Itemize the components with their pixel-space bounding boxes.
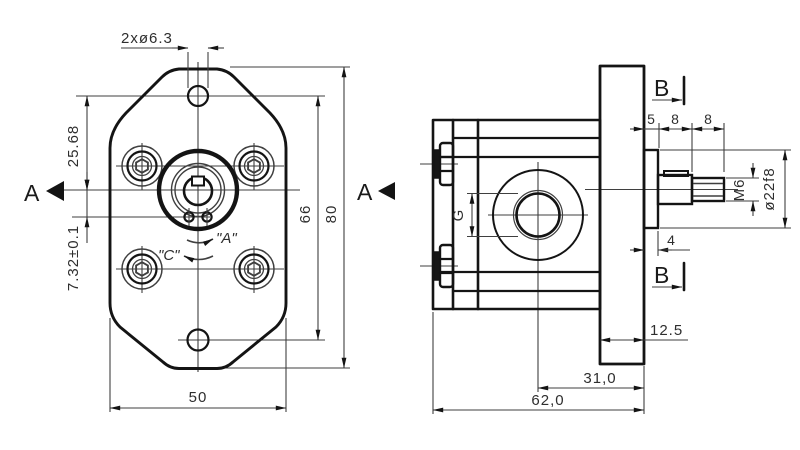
dim-flange-thickness: 12.5: [599, 322, 688, 343]
port-thread-circle: [512, 189, 564, 241]
dim-8-text: 8: [671, 111, 679, 127]
mounting-flange-plate: [598, 64, 646, 366]
section-marker-a-right: A: [357, 179, 395, 205]
screw-bottom-left: [121, 248, 163, 290]
section-arrow-icon: [378, 182, 395, 200]
rotation-arrow-ccw: [183, 255, 214, 263]
spigot-label-text: ø22f8: [761, 167, 778, 210]
hex-socket-icon: [247, 261, 261, 277]
port-boss-circle: [492, 169, 584, 261]
dim-port-thread: G: [450, 192, 518, 238]
dim-62-text: 62,0: [531, 392, 564, 409]
dim-top-holes-text: 2xø6.3: [121, 30, 173, 47]
dim-50-text: 50: [189, 389, 208, 406]
dim-hole-spacing: 66: [297, 95, 321, 341]
dim-spigot-length: 4: [630, 231, 690, 256]
shaft-thread-section: [690, 176, 726, 203]
dim-8b-text: 8: [704, 111, 712, 127]
side-view: G B B 5: [420, 64, 791, 414]
dim-top-holes: 2xø6.3: [121, 30, 224, 88]
rotation-arrow-cw: [186, 238, 214, 246]
dim-shaft-chain: 5 8 8: [630, 111, 725, 172]
dim-12-5-text: 12.5: [650, 322, 683, 339]
screw-bottom-right: [233, 248, 275, 290]
dim-4-text: 4: [667, 232, 675, 248]
rotation-label-cw: "A": [216, 230, 237, 247]
thread-label-text: M6: [731, 179, 748, 202]
screw-top-right: [233, 145, 275, 187]
bottom-mounting-hole: [186, 328, 210, 352]
port-hole-circle: [515, 192, 561, 238]
hex-socket-icon: [135, 261, 149, 277]
shaft-boss: [156, 148, 240, 232]
dim-spigot-diameter: ø22f8: [660, 149, 791, 229]
through-bolt-nut-bottom: [433, 243, 455, 289]
section-b-label: B: [654, 75, 669, 101]
dim-center-to-top-hole: 25.68: [65, 95, 90, 191]
dim-7-32-text: 7.32±0.1: [65, 225, 82, 291]
top-mounting-hole: [186, 84, 210, 108]
section-arrow-icon: [46, 181, 64, 201]
section-marker-a-left: A: [24, 180, 64, 206]
port-label-text: G: [450, 209, 467, 222]
dim-axis-offset: 7.32±0.1: [65, 172, 90, 291]
hex-socket-icon: [247, 158, 261, 174]
boss-outer-circle: [156, 148, 240, 232]
screw-top-left: [121, 145, 163, 187]
boss-ring: [170, 162, 226, 218]
dim-31-text: 31,0: [583, 370, 616, 387]
dim-80-text: 80: [323, 205, 340, 224]
dim-flange-height: 80: [323, 66, 347, 369]
section-a-label: A: [24, 180, 40, 206]
shaft-key: [663, 170, 689, 177]
section-marker-b-bottom: B: [652, 261, 686, 292]
dim-thread-size: M6: [726, 163, 759, 216]
rotation-label-ccw: "C": [158, 247, 180, 264]
dim-25-68-text: 25.68: [65, 125, 82, 168]
dim-overall-length: 62,0: [432, 312, 645, 414]
dim-flange-width: 50: [109, 318, 287, 412]
front-view: "A" "C" 2xø6.3 25.68 7.32±0.1 66: [24, 30, 395, 412]
section-marker-b-top: B: [652, 75, 686, 106]
hex-socket-icon: [135, 158, 149, 174]
section-b-label: B: [654, 262, 669, 288]
through-bolt-nut-top: [433, 141, 455, 187]
keyway-slot: [191, 175, 205, 187]
flange-outline: [108, 67, 288, 370]
dim-5-text: 5: [647, 111, 655, 127]
dim-axis-to-face: 31,0: [537, 366, 645, 414]
section-a-label: A: [357, 179, 373, 205]
dim-66-text: 66: [297, 205, 314, 224]
boss-ring: [174, 166, 222, 214]
